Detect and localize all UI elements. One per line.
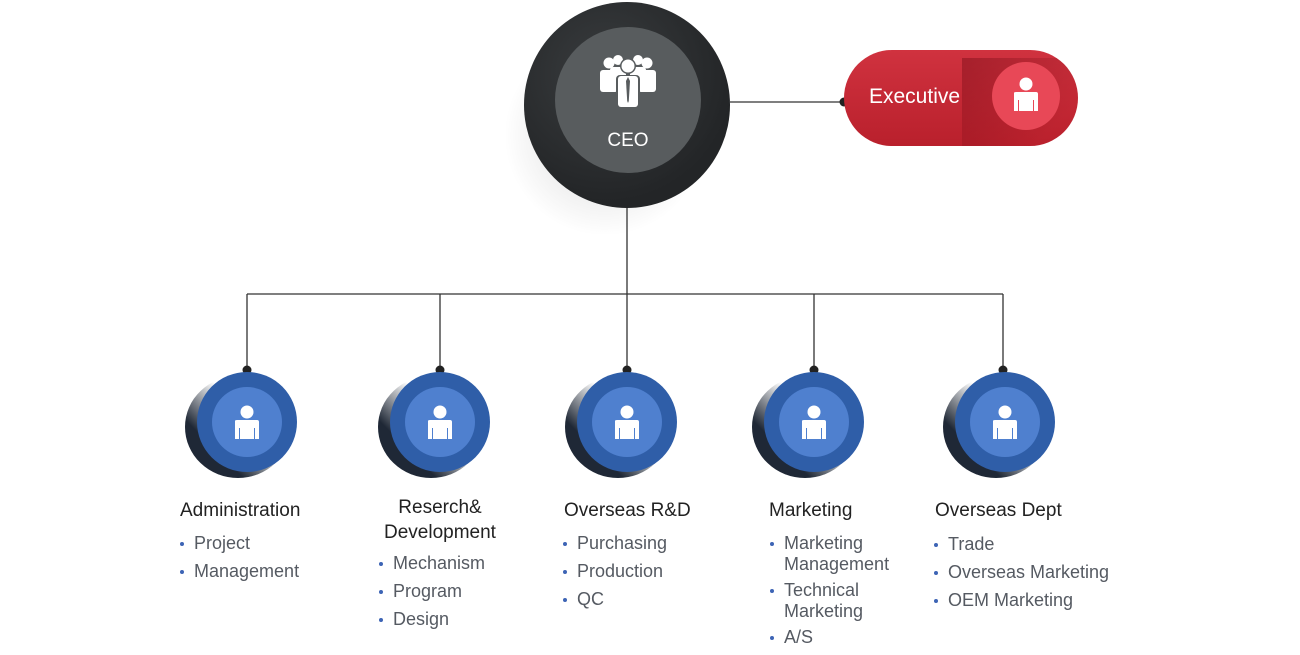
list-item: Purchasing bbox=[563, 533, 733, 554]
executive-node[interactable]: Executive bbox=[844, 50, 1078, 146]
list-item: Marketing Management bbox=[770, 533, 910, 575]
person-icon bbox=[993, 405, 1017, 439]
list-item: Design bbox=[379, 609, 549, 630]
dept-node-outer bbox=[577, 372, 677, 472]
list-item: QC bbox=[563, 589, 733, 610]
dept-node-outer bbox=[390, 372, 490, 472]
ceo-node[interactable]: CEO bbox=[524, 2, 730, 208]
ceo-label: CEO bbox=[607, 130, 649, 151]
person-icon bbox=[235, 405, 259, 439]
dept-title-overseas-rd: Overseas R&D bbox=[564, 500, 691, 521]
list-item: A/S bbox=[770, 627, 910, 648]
dept-node-inner bbox=[592, 387, 662, 457]
list-item: OEM Marketing bbox=[934, 590, 1144, 611]
dept-node-outer bbox=[955, 372, 1055, 472]
person-icon bbox=[1014, 77, 1038, 111]
dept-list-administration: Project Management bbox=[180, 533, 350, 589]
dept-title-marketing: Marketing bbox=[769, 500, 853, 521]
executive-badge bbox=[992, 62, 1060, 130]
dept-title-overseas-dept: Overseas Dept bbox=[935, 500, 1062, 521]
dept-list-research-development: Mechanism Program Design bbox=[379, 553, 549, 637]
dept-node-overseas-rd[interactable] bbox=[565, 372, 677, 478]
person-icon bbox=[802, 405, 826, 439]
dept-node-inner bbox=[212, 387, 282, 457]
ceo-node-inner: CEO bbox=[555, 27, 701, 173]
dept-node-overseas-dept[interactable] bbox=[943, 372, 1055, 478]
dept-title-administration: Administration bbox=[180, 500, 301, 521]
dept-node-outer bbox=[764, 372, 864, 472]
dept-node-outer bbox=[197, 372, 297, 472]
person-icon bbox=[615, 405, 639, 439]
list-item: Production bbox=[563, 561, 733, 582]
dept-node-inner bbox=[779, 387, 849, 457]
list-item: Overseas Marketing bbox=[934, 562, 1144, 583]
group-people-icon bbox=[600, 55, 656, 109]
list-item: Management bbox=[180, 561, 350, 582]
dept-list-marketing: Marketing Management Technical Marketing… bbox=[770, 533, 910, 655]
dept-title-research-development: Reserch& Development bbox=[384, 497, 496, 543]
list-item: Trade bbox=[934, 534, 1144, 555]
executive-label: Executive bbox=[869, 85, 961, 108]
dept-node-inner bbox=[405, 387, 475, 457]
dept-node-marketing[interactable] bbox=[752, 372, 864, 478]
dept-node-administration[interactable] bbox=[185, 372, 297, 478]
list-item: Project bbox=[180, 533, 350, 554]
dept-list-overseas-rd: Purchasing Production QC bbox=[563, 533, 733, 617]
dept-node-inner bbox=[970, 387, 1040, 457]
dept-node-research-development[interactable] bbox=[378, 372, 490, 478]
list-item: Mechanism bbox=[379, 553, 549, 574]
dept-list-overseas-dept: Trade Overseas Marketing OEM Marketing bbox=[934, 534, 1144, 618]
person-icon bbox=[428, 405, 452, 439]
list-item: Program bbox=[379, 581, 549, 602]
list-item: Technical Marketing bbox=[770, 580, 910, 622]
